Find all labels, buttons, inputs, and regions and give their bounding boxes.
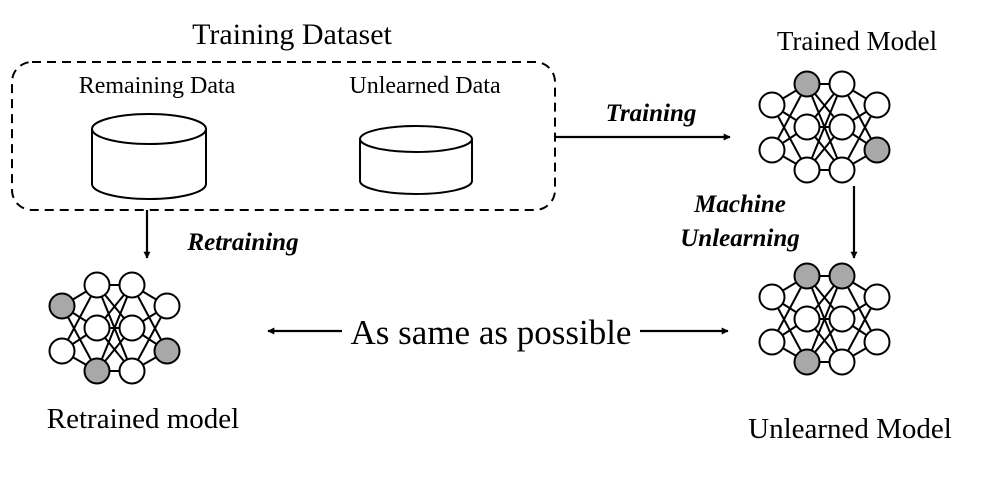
training-dataset-title: Training Dataset <box>192 18 392 51</box>
network-node-h1-2 <box>793 156 821 184</box>
network-node-h1-1 <box>793 113 821 141</box>
retrained-model-title: Retrained model <box>47 403 239 435</box>
network-node-h1-1 <box>83 314 111 342</box>
network-node-in-1 <box>48 337 76 365</box>
network-node-out-1 <box>863 136 891 164</box>
comparison-label: As same as possible <box>351 313 632 352</box>
machine-unlearning-label-line1: Machine <box>693 191 786 218</box>
network-edge <box>96 284 133 372</box>
network-node-out-0 <box>153 292 181 320</box>
network-node-out-1 <box>153 337 181 365</box>
network-node-h2-1 <box>828 113 856 141</box>
network-node-h2-2 <box>828 348 856 376</box>
network-node-h1-0 <box>793 262 821 290</box>
unlearned-data-label: Unlearned Data <box>349 73 501 99</box>
network-node-h2-1 <box>828 305 856 333</box>
trained-model-network <box>758 70 891 184</box>
network-node-in-1 <box>758 136 786 164</box>
network-node-out-1 <box>863 328 891 356</box>
network-node-in-0 <box>758 91 786 119</box>
network-node-h1-0 <box>793 70 821 98</box>
network-node-h2-2 <box>828 156 856 184</box>
training-edge-label: Training <box>606 100 697 127</box>
retraining-edge-label: Retraining <box>186 229 298 256</box>
machine-unlearning-label-line2: Unlearning <box>680 225 799 252</box>
trained-model-title: Trained Model <box>777 26 937 56</box>
network-node-h2-0 <box>118 271 146 299</box>
network-node-in-1 <box>758 328 786 356</box>
network-node-h2-2 <box>118 357 146 385</box>
network-node-h1-0 <box>83 271 111 299</box>
network-edge <box>806 275 843 363</box>
network-node-in-0 <box>758 283 786 311</box>
network-node-in-0 <box>48 292 76 320</box>
training-dataset-box <box>11 61 556 211</box>
network-edge <box>806 83 843 171</box>
remaining-data-label: Remaining Data <box>79 73 236 99</box>
network-node-h1-2 <box>83 357 111 385</box>
network-node-h2-1 <box>118 314 146 342</box>
retrained-model-network <box>48 271 181 385</box>
unlearned-model-network <box>758 262 891 376</box>
network-node-out-0 <box>863 91 891 119</box>
network-node-h2-0 <box>828 262 856 290</box>
network-node-h1-2 <box>793 348 821 376</box>
remaining-data-cylinder-icon <box>91 113 207 200</box>
network-node-out-0 <box>863 283 891 311</box>
unlearned-data-cylinder-icon <box>359 125 473 195</box>
network-node-h1-1 <box>793 305 821 333</box>
unlearned-model-title: Unlearned Model <box>748 413 952 445</box>
network-node-h2-0 <box>828 70 856 98</box>
